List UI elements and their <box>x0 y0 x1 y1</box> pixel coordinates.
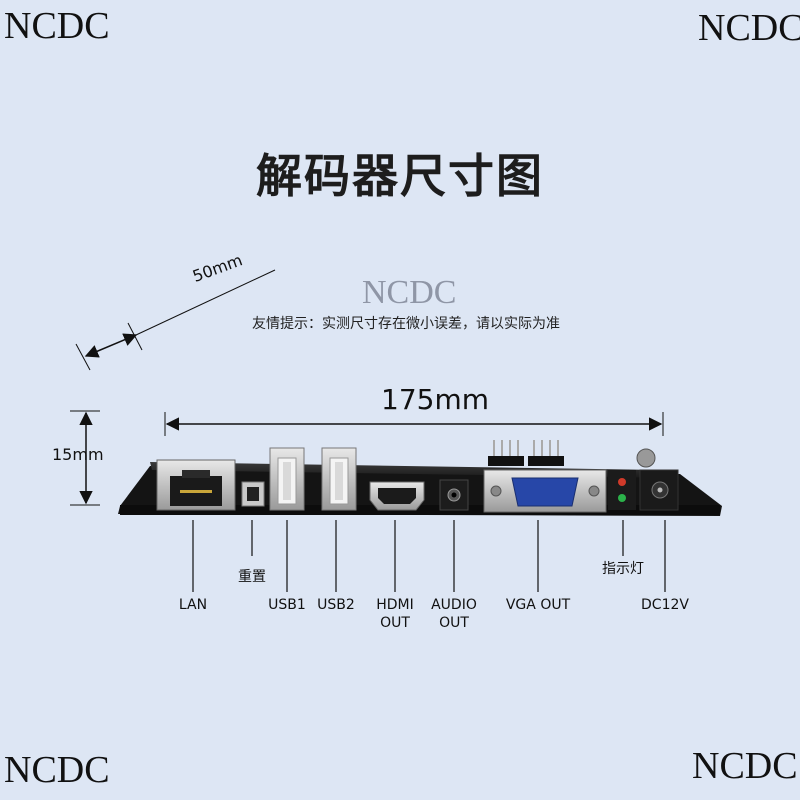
watermark-bottom-right: NCDC <box>692 745 798 787</box>
dc-jack <box>636 448 679 511</box>
watermark-top-right: NCDC <box>698 7 800 49</box>
lan-port <box>156 459 236 511</box>
indicator-leds <box>608 470 636 510</box>
watermark-center: NCDC <box>362 274 457 311</box>
usb1-port <box>269 447 305 511</box>
watermark-bottom-left: NCDC <box>4 749 110 791</box>
label-indicator: 指示灯 <box>602 561 644 577</box>
usb2-port <box>321 447 357 511</box>
length-label: 175mm <box>381 383 489 416</box>
depth-dimension <box>75 269 276 371</box>
audio-port <box>439 479 469 511</box>
label-hdmi-line1: HDMI <box>376 597 414 613</box>
height-dimension <box>70 410 100 506</box>
length-dimension <box>164 412 664 436</box>
height-label: 15mm <box>52 445 104 464</box>
label-usb2: USB2 <box>317 597 355 613</box>
label-hdmi-line2: OUT <box>380 615 410 631</box>
hdmi-port <box>369 481 425 511</box>
label-vga: VGA OUT <box>505 597 571 613</box>
label-dc: DC12V <box>641 597 689 613</box>
label-audio-line2: OUT <box>439 615 469 631</box>
page-title: 解码器尺寸图 <box>256 149 544 203</box>
watermark-top-left: NCDC <box>4 5 110 47</box>
vga-port <box>483 440 607 513</box>
label-lan: LAN <box>178 597 208 613</box>
reset-button <box>241 481 265 507</box>
label-audio: AUDIO OUT <box>419 596 489 632</box>
leader-lines <box>192 520 666 592</box>
tip-note: 友情提示：实测尺寸存在微小误差，请以实际为准 <box>252 316 560 332</box>
label-usb1: USB1 <box>268 597 306 613</box>
label-hdmi: HDMI OUT <box>365 596 425 632</box>
label-reset: 重置 <box>238 569 266 585</box>
label-audio-line1: AUDIO <box>431 597 477 613</box>
